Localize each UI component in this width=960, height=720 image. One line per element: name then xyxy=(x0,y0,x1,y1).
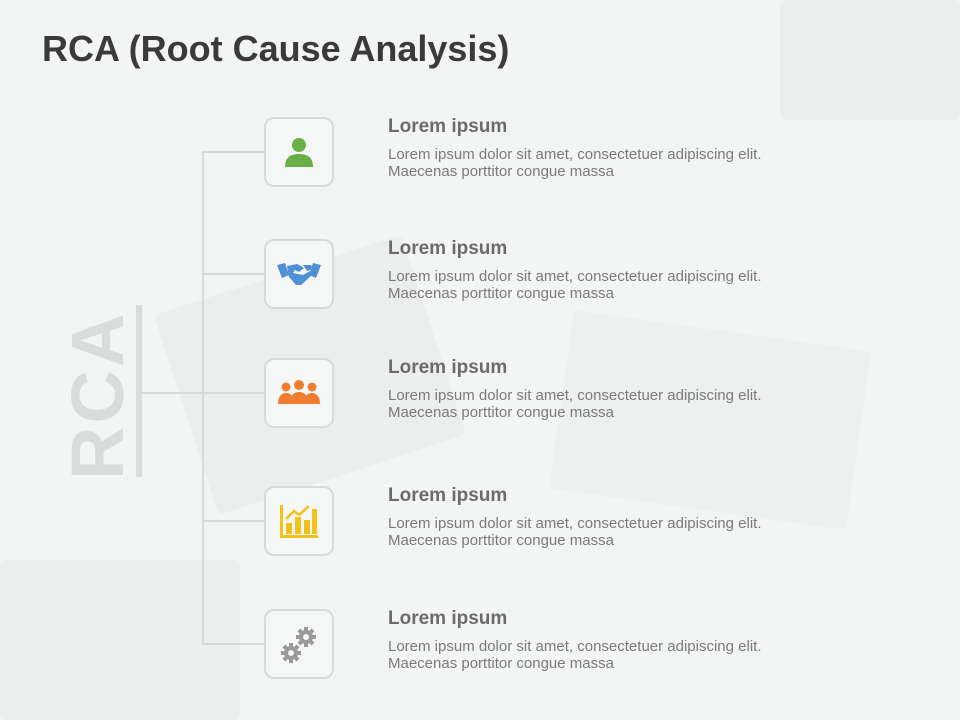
item-text: Lorem ipsum Lorem ipsum dolor sit amet, … xyxy=(388,485,928,550)
team-icon xyxy=(278,380,320,404)
background-shape xyxy=(0,560,240,720)
icon-box-person xyxy=(264,117,334,187)
item-text: Lorem ipsum Lorem ipsum dolor sit amet, … xyxy=(388,116,928,181)
gears-icon xyxy=(281,627,316,663)
person-icon xyxy=(285,138,313,167)
bar-chart-icon xyxy=(280,505,318,538)
item-heading: Lorem ipsum xyxy=(388,608,508,629)
item-heading: Lorem ipsum xyxy=(388,485,508,506)
item-description: Lorem ipsum dolor sit amet, consectetuer… xyxy=(388,515,762,549)
connector-branch xyxy=(202,392,264,394)
connector-branch xyxy=(202,643,264,645)
item-description: Lorem ipsum dolor sit amet, consectetuer… xyxy=(388,268,762,302)
icon-box-team xyxy=(264,358,334,428)
icon-box-handshake xyxy=(264,239,334,309)
item-heading: Lorem ipsum xyxy=(388,116,508,137)
connector-branch xyxy=(202,273,264,275)
connector-trunk xyxy=(202,152,204,644)
item-text: Lorem ipsum Lorem ipsum dolor sit amet, … xyxy=(388,238,928,303)
item-heading: Lorem ipsum xyxy=(388,238,508,259)
item-text: Lorem ipsum Lorem ipsum dolor sit amet, … xyxy=(388,608,928,673)
page-title: RCA (Root Cause Analysis) xyxy=(42,28,510,69)
background-shape xyxy=(780,0,960,120)
item-description: Lorem ipsum dolor sit amet, consectetuer… xyxy=(388,146,762,180)
item-text: Lorem ipsum Lorem ipsum dolor sit amet, … xyxy=(388,357,928,422)
connector-main xyxy=(142,392,204,394)
item-description: Lorem ipsum dolor sit amet, consectetuer… xyxy=(388,387,762,421)
connector-branch xyxy=(202,520,264,522)
item-description: Lorem ipsum dolor sit amet, consectetuer… xyxy=(388,638,762,672)
connector-branch xyxy=(202,151,264,153)
handshake-icon xyxy=(277,263,321,285)
side-label: RCA xyxy=(56,310,139,480)
side-label-bar xyxy=(136,305,142,477)
icon-box-gears xyxy=(264,609,334,679)
item-heading: Lorem ipsum xyxy=(388,357,508,378)
icon-box-chart xyxy=(264,486,334,556)
